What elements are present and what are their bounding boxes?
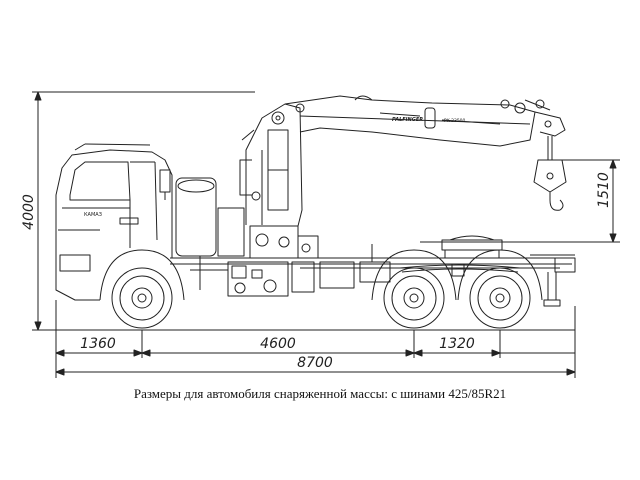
rear-wheel-2 [457, 249, 543, 329]
height-dimension [32, 91, 255, 331]
caption: Размеры для автомобиля снаряженной массы… [134, 386, 506, 401]
truck-cab: КАМАЗ [55, 143, 173, 301]
crane-hook [533, 136, 567, 211]
rear-axle-spacing-label: 1320 [439, 336, 475, 352]
crane-model-label: PK 23500 [444, 118, 466, 124]
front-overhang-label: 1360 [80, 336, 116, 352]
crane-clearance-label: 1510 [596, 172, 612, 208]
length-dimension-line [55, 368, 576, 376]
wheelbase-label: 4600 [260, 336, 296, 352]
rear-wheel-1 [371, 249, 457, 329]
height-total-label: 4000 [21, 194, 37, 230]
crane-column [239, 103, 303, 227]
axle-dimension-line [55, 349, 575, 357]
crane-brand-label: PALFINGER [392, 117, 423, 123]
length-total-label: 8700 [297, 355, 333, 371]
svg-text:КАМАЗ: КАМАЗ [84, 212, 102, 218]
crane-boom [284, 95, 566, 147]
fifth-wheel [441, 235, 503, 258]
rear-suspension [359, 244, 521, 283]
crane-clearance-dimension [420, 159, 620, 243]
front-wheel [99, 249, 185, 329]
engine-equipment [175, 177, 355, 297]
